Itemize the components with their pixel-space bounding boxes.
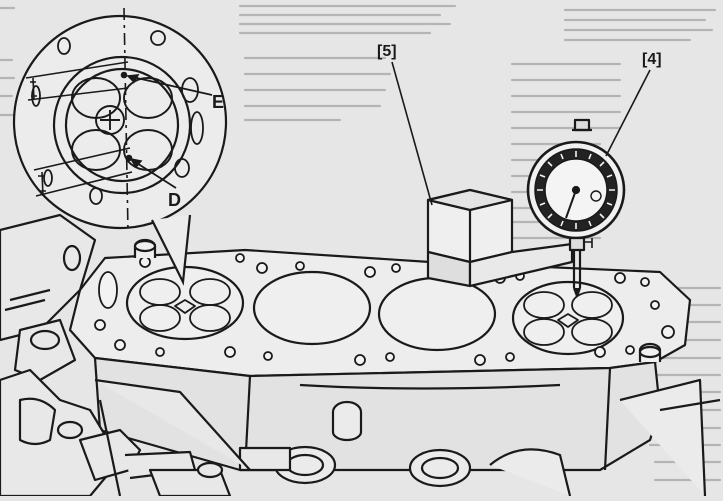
center-line [123, 7, 129, 233]
detail-magnifier [12, 7, 228, 286]
cylinder-bore-4 [511, 280, 625, 356]
cylinder-bore-2 [252, 270, 372, 346]
detail-holes [31, 30, 204, 205]
cylinder-bore-1 [125, 265, 245, 341]
callout-labels: [5] [4] E D [168, 43, 662, 210]
piston-crown-1 [139, 278, 231, 332]
dial-indicator[interactable] [526, 118, 626, 298]
callout-indicator: [4] [642, 51, 662, 68]
cylinder-bore-3 [377, 276, 497, 352]
measure-d [33, 147, 177, 197]
dial-needle [565, 189, 577, 219]
gauge-holder[interactable] [426, 188, 574, 288]
dial-stem [572, 250, 582, 288]
label-d: D [168, 190, 181, 210]
detail-circle [12, 14, 228, 230]
gasket-holes [94, 253, 675, 366]
detail-pointer [151, 214, 192, 286]
left-ancillaries [0, 213, 292, 498]
measure-e [25, 61, 213, 101]
cylinder-block [0, 213, 721, 498]
block-lower-details [273, 378, 721, 497]
dial-ticks [537, 151, 615, 229]
dial-gauge-assembly [426, 118, 626, 298]
dowel-pins [133, 238, 662, 362]
callout-holder: [5] [377, 43, 397, 60]
piston-crown-4 [523, 291, 613, 346]
label-e: E [212, 92, 224, 112]
